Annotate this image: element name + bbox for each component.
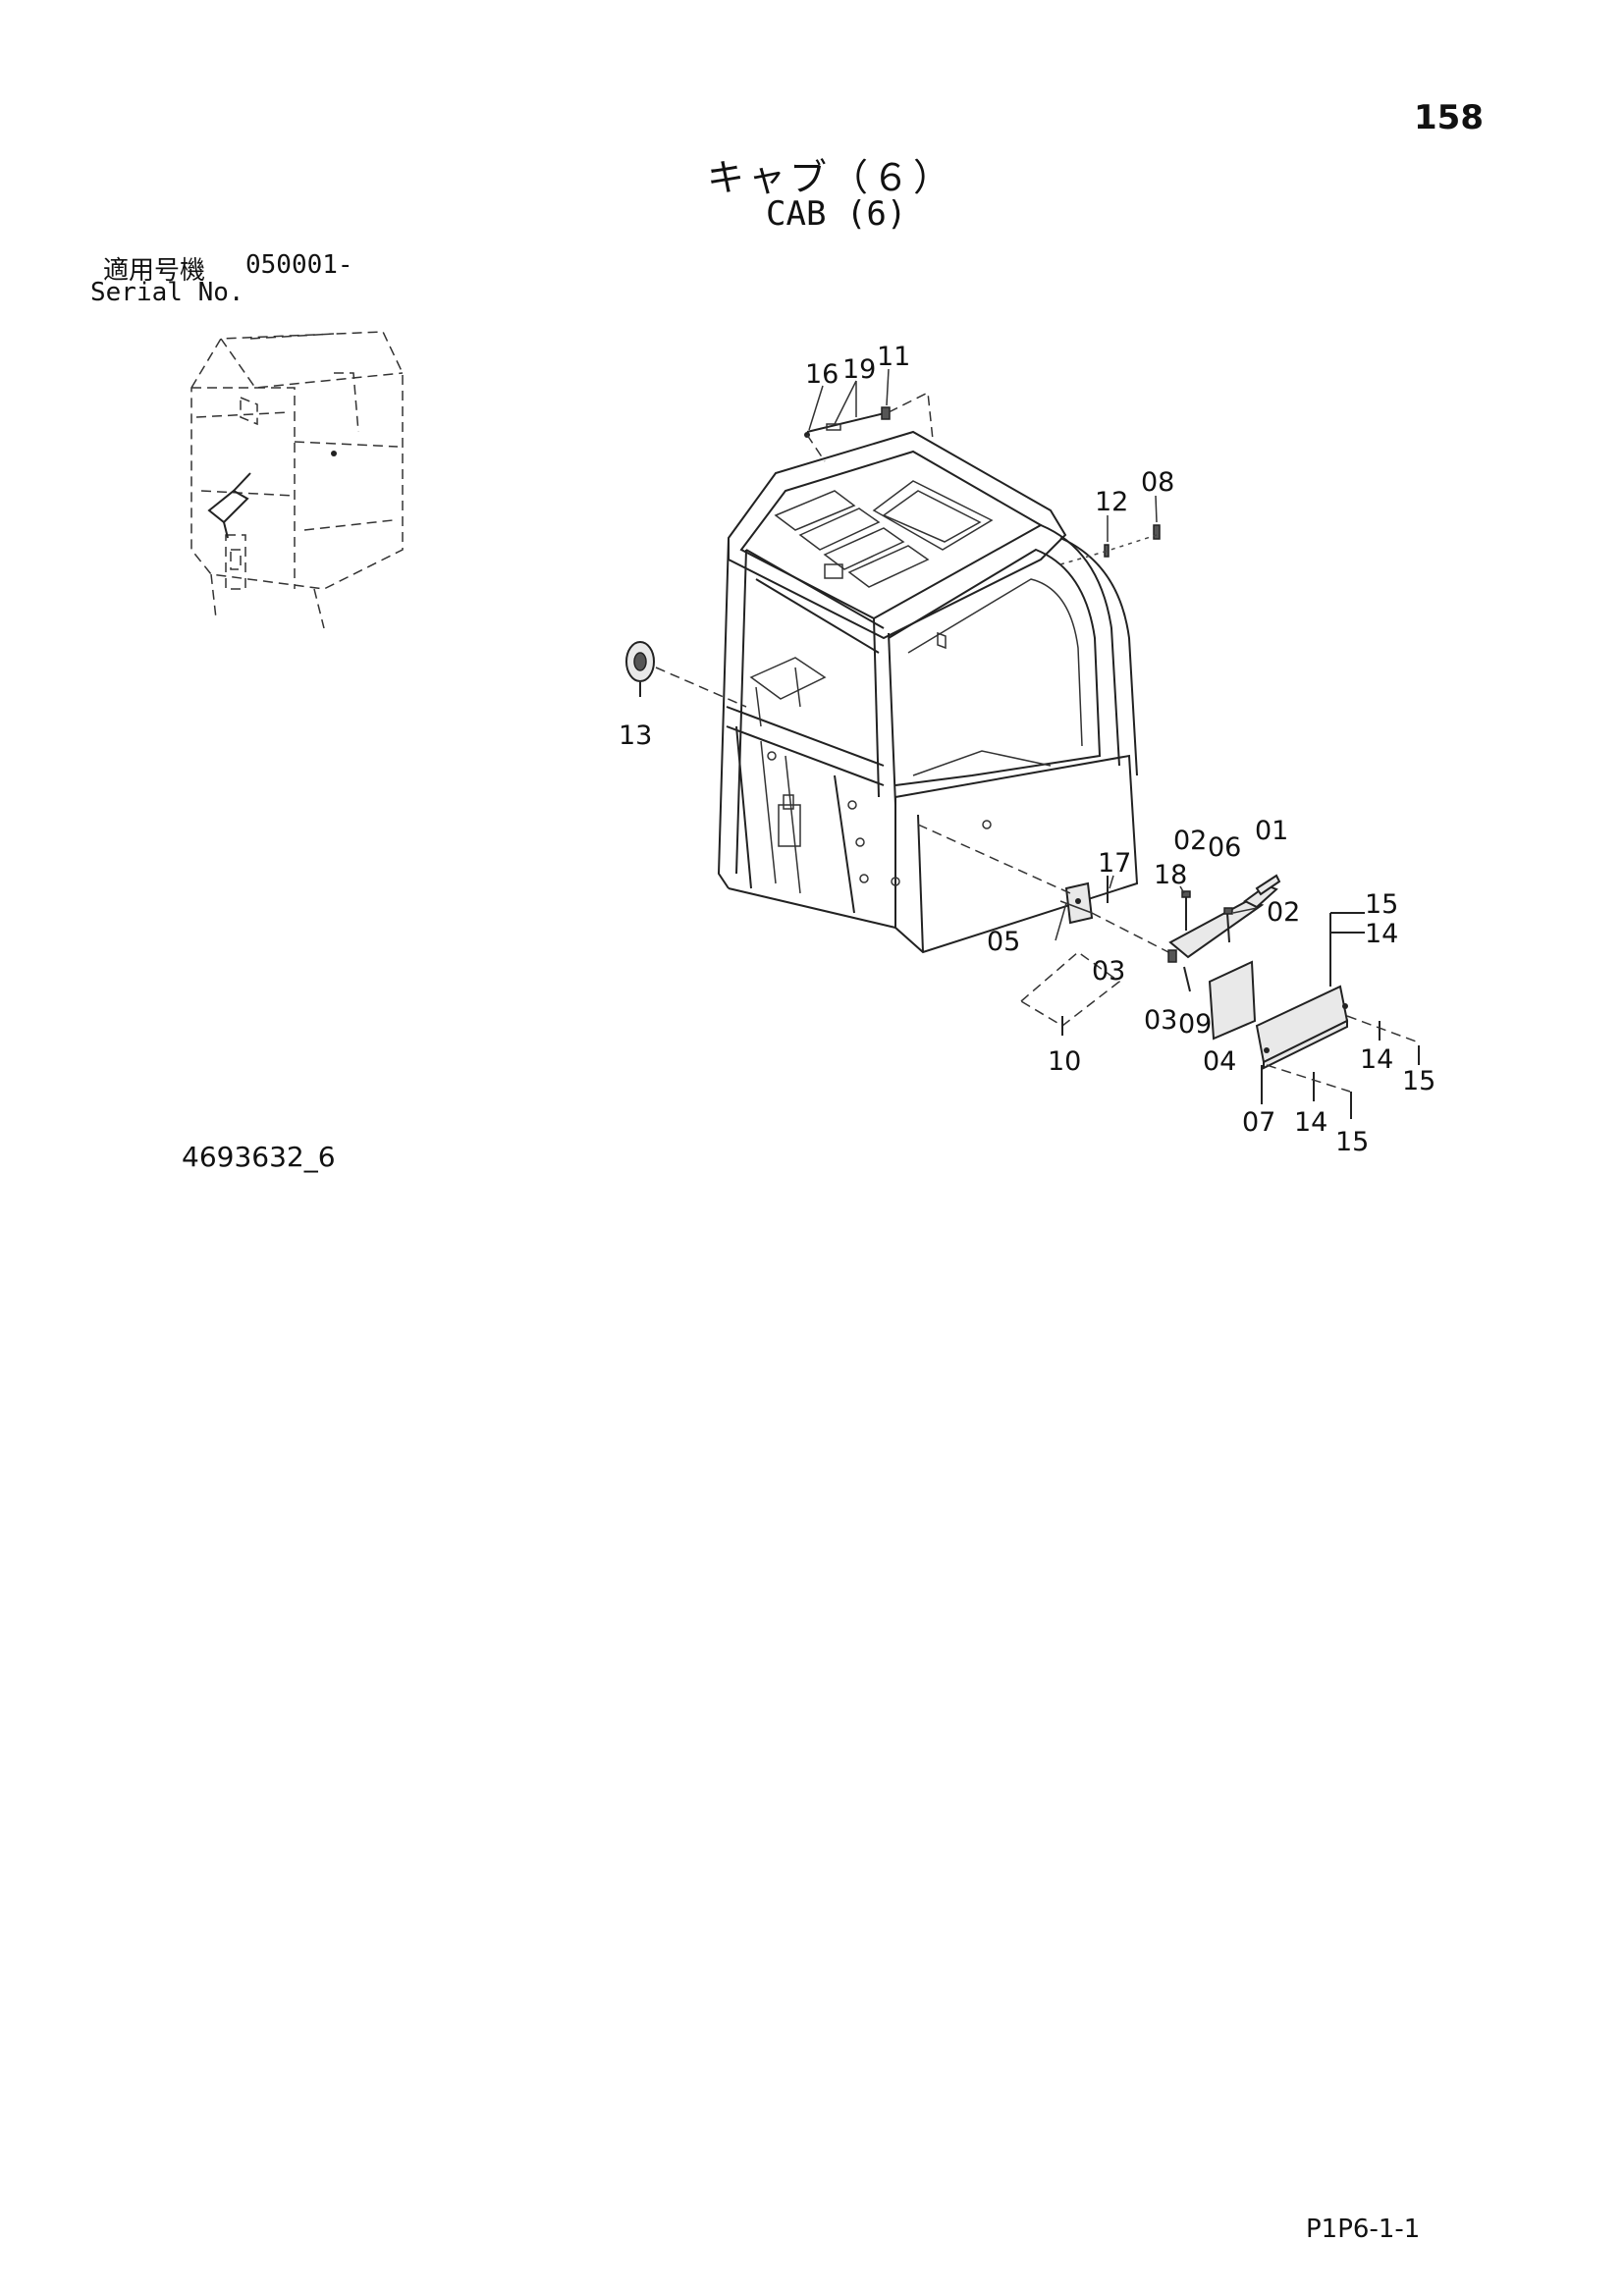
page-code: P1P6-1-1 (1306, 2215, 1421, 2244)
callout-14-upper: 14 (1365, 919, 1398, 949)
page-number: 158 (1414, 98, 1484, 137)
cab-main-view (717, 430, 1139, 954)
callout-15-upper: 15 (1365, 889, 1398, 920)
locator-view (190, 331, 404, 629)
callout-14-lower: 14 (1294, 1107, 1327, 1138)
callout-13: 13 (619, 721, 652, 751)
callout-11: 11 (877, 342, 910, 372)
callout-10: 10 (1048, 1046, 1081, 1077)
callout-labels: 16 19 11 12 08 13 02 06 01 17 18 02 15 1… (619, 342, 1435, 1157)
callout-07: 07 (1242, 1107, 1275, 1138)
part-08-pin (1153, 524, 1161, 540)
callout-04: 04 (1203, 1046, 1236, 1077)
part-11-bolt (881, 406, 891, 420)
callout-06: 06 (1208, 832, 1241, 863)
serial-label-japanese: 適用号機 (103, 256, 206, 286)
callout-05: 05 (987, 927, 1020, 957)
locator-dot (331, 451, 337, 456)
callout-01: 01 (1255, 816, 1288, 846)
part-07-plate (1255, 985, 1349, 1064)
callout-15-right: 15 (1402, 1066, 1435, 1096)
side-panel-latch (778, 804, 801, 847)
callout-02-upper: 02 (1173, 826, 1207, 856)
callout-18: 18 (1154, 860, 1187, 890)
callout-14-right: 14 (1360, 1044, 1393, 1075)
serial-range: 050001- (245, 250, 353, 280)
callout-16: 16 (805, 359, 839, 390)
callout-03-upper: 03 (1092, 956, 1125, 987)
callout-17: 17 (1098, 848, 1131, 879)
page-title-english: CAB (6) (766, 194, 907, 234)
part-04-pad (1208, 960, 1257, 1041)
callout-15-lower: 15 (1335, 1127, 1369, 1157)
callout-02-lower: 02 (1267, 897, 1300, 928)
part-06-arm (1168, 899, 1265, 959)
page-title-japanese: キャブ（６） (707, 156, 955, 199)
callout-09: 09 (1178, 1009, 1212, 1040)
callout-08: 08 (1141, 467, 1174, 498)
drawing-id: 4693632_6 (182, 1141, 336, 1173)
part-12-screw (1104, 544, 1110, 558)
leader-lines (808, 368, 1258, 941)
callout-03-lower: 03 (1144, 1005, 1177, 1036)
callout-12: 12 (1095, 487, 1128, 517)
exploded-parts (625, 391, 1420, 1119)
part-03-spacer (1167, 949, 1177, 963)
roof-vent (824, 563, 843, 579)
part-01-grip (1255, 874, 1281, 896)
callout-19: 19 (842, 354, 876, 385)
serial-label-english: Serial No. (90, 278, 244, 307)
